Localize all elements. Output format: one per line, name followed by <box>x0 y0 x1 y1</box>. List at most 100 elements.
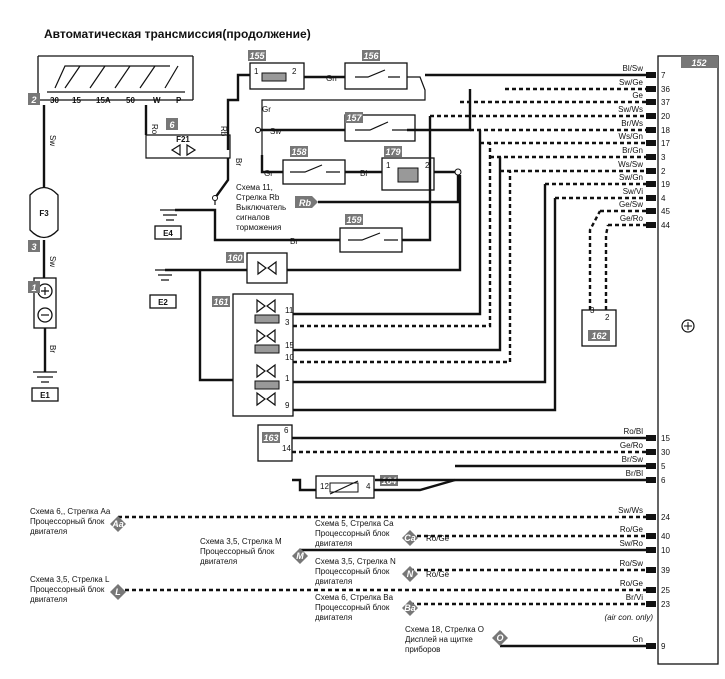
svg-text:4: 4 <box>366 482 371 491</box>
svg-text:двигателя: двигателя <box>30 595 67 604</box>
svg-text:M: M <box>296 551 304 561</box>
connector-terminal <box>646 113 656 119</box>
connector-terminal <box>646 463 656 469</box>
svg-text:Процессорный блок: Процессорный блок <box>315 603 390 612</box>
svg-text:сигналов: сигналов <box>236 213 270 222</box>
connector-pin-number: 39 <box>661 566 670 575</box>
connector-pin-number: 25 <box>661 586 670 595</box>
internal-wire <box>293 184 547 384</box>
connector-terminal <box>646 181 656 187</box>
ground-e1: E1 <box>31 371 59 402</box>
wire-color-label: Sw/Ws <box>618 506 643 515</box>
wire-color-label: Ge/Ro <box>620 441 644 450</box>
connector-terminal <box>646 140 656 146</box>
svg-text:двигателя: двигателя <box>200 557 237 566</box>
svg-text:2: 2 <box>425 161 430 170</box>
svg-text:1: 1 <box>386 161 391 170</box>
switch-156: 156 <box>344 50 408 90</box>
svg-text:Процессорный блок: Процессорный блок <box>200 547 275 556</box>
resistor-164: 12 4 164 <box>315 475 398 499</box>
relay-155: 1 2 155 <box>248 50 305 90</box>
connector-pin-number: 40 <box>661 532 670 541</box>
wire-color-label: Ge <box>632 91 643 100</box>
svg-text:Sw: Sw <box>48 256 57 267</box>
wire-color-label: Br/Ws <box>621 119 643 128</box>
connector-terminal <box>646 477 656 483</box>
diagram-title: Автоматическая трансмиссия(продолжение) <box>44 27 311 41</box>
svg-text:Схема 3,5, Стрелка M: Схема 3,5, Стрелка M <box>200 537 282 546</box>
svg-text:15: 15 <box>72 96 81 105</box>
connector-pin-number: 18 <box>661 126 670 135</box>
svg-text:6: 6 <box>284 426 289 435</box>
svg-text:Ro: Ro <box>150 124 159 135</box>
connector-pin-number: 15 <box>661 434 670 443</box>
ref-aa: Схема 6,, Стрелка Aa Процессорный блок д… <box>30 507 126 536</box>
relay-179: 1 2 179 <box>381 146 435 191</box>
svg-text:Rb: Rb <box>299 198 311 208</box>
svg-text:155: 155 <box>249 51 265 61</box>
svg-text:Gn: Gn <box>326 74 337 83</box>
svg-text:Gr: Gr <box>264 169 273 178</box>
connector-terminal <box>646 567 656 573</box>
svg-text:2: 2 <box>30 95 36 105</box>
connector-terminal <box>646 435 656 441</box>
internal-wire <box>287 175 462 272</box>
svg-text:3: 3 <box>31 242 36 252</box>
svg-text:Схема 11,: Схема 11, <box>236 183 273 192</box>
svg-text:159: 159 <box>346 215 361 225</box>
svg-text:162: 162 <box>591 331 606 341</box>
internal-wire <box>374 478 456 492</box>
connector-terminal <box>646 154 656 160</box>
wire-color-label: Br/Vi <box>626 593 643 602</box>
svg-text:1: 1 <box>285 374 290 383</box>
svg-text:E4: E4 <box>163 229 173 238</box>
svg-text:L: L <box>115 587 121 597</box>
ref-rb: Схема 11, Стрелка Rb Выключатель сигнало… <box>236 183 286 232</box>
svg-text:1: 1 <box>31 283 36 293</box>
svg-text:15: 15 <box>285 341 294 350</box>
connector-pin-number: 5 <box>661 462 666 471</box>
svg-text:3: 3 <box>285 318 290 327</box>
battery: 1 <box>28 277 57 329</box>
internal-wire <box>293 130 482 316</box>
svg-text:3: 3 <box>590 306 595 315</box>
connector-terminal <box>646 99 656 105</box>
internal-wire <box>407 89 472 132</box>
connector-terminal <box>646 72 656 78</box>
svg-text:Ro/Ge: Ro/Ge <box>426 570 450 579</box>
svg-text:Схема 6,, Стрелка Aa: Схема 6,, Стрелка Aa <box>30 507 111 516</box>
svg-text:O: O <box>496 633 503 643</box>
svg-text:N: N <box>407 569 414 579</box>
connector-terminal <box>646 547 656 553</box>
wire-color-label: Sw/Vi <box>623 187 644 196</box>
wire-color-label: Ge/Sw <box>619 200 643 209</box>
svg-text:F3: F3 <box>39 209 49 218</box>
fuse-f21: 6 F21 <box>145 118 231 159</box>
svg-text:1: 1 <box>254 67 259 76</box>
svg-text:163: 163 <box>263 433 278 443</box>
internal-wire <box>292 478 316 492</box>
svg-text:Стрелка Rb: Стрелка Rb <box>236 193 280 202</box>
svg-text:Схема 3,5, Стрелка L: Схема 3,5, Стрелка L <box>30 575 110 584</box>
svg-text:Схема 18, Стрелка O: Схема 18, Стрелка O <box>405 625 484 634</box>
connector-pin-number: 7 <box>661 71 666 80</box>
connector-pin-number: 4 <box>661 194 666 203</box>
connector-pin-number: 17 <box>661 139 670 148</box>
fuse-f3: F3 <box>29 186 59 239</box>
svg-text:Br: Br <box>234 158 243 166</box>
svg-text:10: 10 <box>285 353 294 362</box>
connector-152: 152 7Bl/Sw36Sw/Ge37Ge20Sw/Ws18Br/Ws17Ws/… <box>605 55 719 665</box>
svg-text:Схема 3,5, Стрелка N: Схема 3,5, Стрелка N <box>315 557 396 566</box>
connector-pin-number: 9 <box>661 642 666 651</box>
wire-color-label: Bl/Sw <box>623 64 644 73</box>
svg-text:P: P <box>176 96 182 105</box>
internal-wire <box>293 143 492 328</box>
connector-terminal <box>646 195 656 201</box>
connector-terminal <box>646 127 656 133</box>
marker-rb: Rb <box>295 196 318 208</box>
connector-terminal <box>646 514 656 520</box>
svg-text:15A: 15A <box>96 96 111 105</box>
wire-color-label: Ro/Ge <box>620 579 644 588</box>
switch-159: 159 <box>339 214 403 253</box>
connector-pin-number: 30 <box>661 448 670 457</box>
